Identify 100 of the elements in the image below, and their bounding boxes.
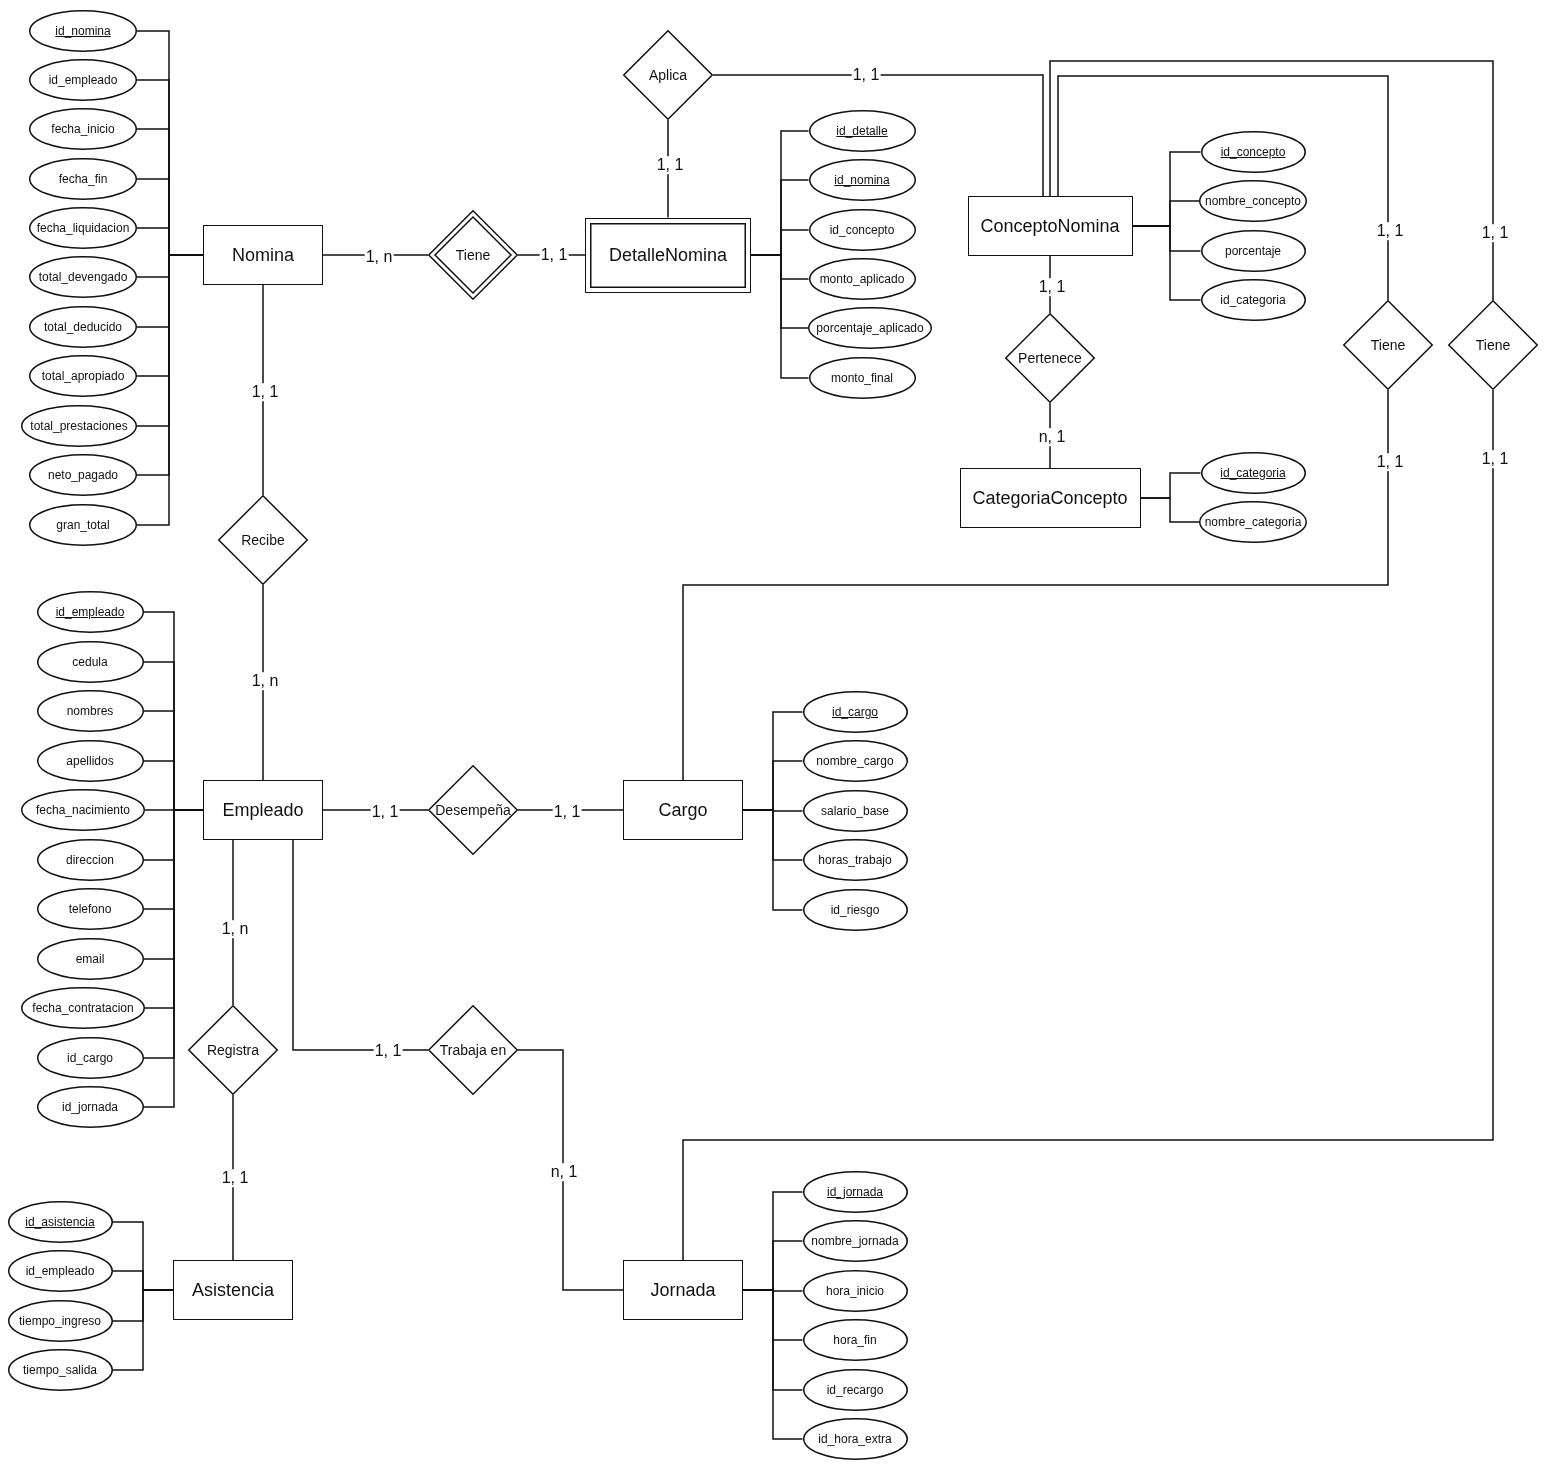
attribute-name: fecha_nacimiento	[35, 803, 131, 817]
relationship-name: Tiene	[1370, 337, 1406, 353]
attribute-ellipse	[7, 1349, 113, 1391]
attribute-ellipse	[802, 790, 908, 832]
attribute-name: email	[75, 952, 105, 966]
attribute-name: id_empleado	[25, 1264, 95, 1278]
attribute-link	[111, 1289, 174, 1371]
attribute-ellipse	[1200, 279, 1306, 321]
key-attribute-ellipse	[802, 691, 908, 733]
key-attribute-ellipse	[1200, 131, 1306, 173]
key-attribute-name: id_jornada	[826, 1185, 883, 1199]
attribute-name: horas_trabajo	[818, 853, 892, 867]
cardinality-label: 1, 1	[1375, 453, 1405, 471]
attribute-name: nombre_concepto	[1204, 194, 1302, 208]
attribute-name: fecha_fin	[58, 172, 108, 186]
cardinality-label: 1, 1	[539, 246, 569, 264]
cardinality-label: n, 1	[549, 1163, 579, 1181]
attribute-ellipse	[21, 789, 145, 831]
attribute-name: hora_inicio	[825, 1284, 884, 1298]
cardinality-label: 1, n	[364, 248, 394, 266]
attribute-ellipse	[29, 504, 137, 546]
attribute-ellipse	[808, 209, 916, 251]
attribute-name: nombre_categoria	[1204, 515, 1302, 529]
attribute-link	[1139, 497, 1200, 523]
attribute-name: monto_final	[830, 371, 893, 385]
attribute-name: id_riesgo	[830, 903, 880, 917]
relationship-name: Recibe	[241, 532, 285, 548]
key-attribute-name: id_categoria	[1220, 466, 1286, 480]
relationship-line	[682, 389, 1494, 1261]
attribute-name: id_hora_extra	[818, 1432, 892, 1446]
cardinality-label: 1, 1	[373, 1042, 403, 1060]
attribute-name: total_prestaciones	[30, 419, 128, 433]
attribute-ellipse	[36, 641, 144, 683]
key-attribute-ellipse	[36, 591, 144, 633]
attribute-name: fecha_contratacion	[32, 1001, 134, 1015]
attribute-name: id_jornada	[61, 1100, 118, 1114]
key-attribute-ellipse	[7, 1201, 113, 1243]
entity-box	[623, 780, 743, 840]
relationship-line	[262, 284, 264, 496]
relationship-line	[292, 839, 429, 1051]
attribute-name: neto_pagado	[47, 468, 119, 482]
relationship-line	[682, 389, 1389, 781]
attribute-ellipse	[1200, 230, 1306, 272]
attribute-name: porcentaje_aplicado	[816, 321, 924, 335]
entity-box	[203, 225, 323, 285]
cardinality-label: 1, 1	[1375, 222, 1405, 240]
attribute-ellipse	[21, 987, 145, 1029]
entity-name: CategoriaConcepto	[972, 487, 1128, 509]
attribute-ellipse	[1199, 501, 1307, 543]
relationship-name: Pertenece	[1018, 350, 1082, 366]
relationship-line	[517, 1049, 624, 1291]
key-attribute-ellipse	[808, 159, 916, 201]
relationship-line	[232, 839, 234, 1006]
attribute-name: direccion	[66, 853, 114, 867]
entity-box	[173, 1260, 293, 1320]
identifying-relationship-diamond	[428, 210, 518, 300]
relationship-diamond	[428, 1005, 518, 1095]
attribute-ellipse	[36, 1037, 144, 1079]
entity-name: Asistencia	[191, 1279, 274, 1301]
attribute-name: total_deducido	[43, 320, 123, 334]
key-attribute-name: id_cargo	[832, 705, 878, 719]
entity-name: DetalleNomina	[608, 244, 728, 266]
relationship-name: Tiene	[1475, 337, 1511, 353]
relationship-name: Tiene	[455, 247, 491, 263]
attribute-name: telefono	[68, 902, 112, 916]
attribute-name: apellidos	[66, 754, 114, 768]
attribute-ellipse	[802, 740, 908, 782]
attribute-ellipse	[802, 1220, 908, 1262]
entity-box	[623, 1260, 743, 1320]
cardinality-label: 1, 1	[851, 66, 881, 84]
attribute-ellipse	[802, 839, 908, 881]
relationship-name: Desempeña	[435, 802, 511, 818]
attribute-link	[136, 254, 204, 526]
key-attribute-name: id_nomina	[834, 173, 890, 187]
cardinality-label: 1, 1	[220, 1169, 250, 1187]
relationship-line	[1057, 75, 1389, 301]
relationship-line	[712, 74, 1044, 197]
attribute-ellipse	[36, 690, 144, 732]
attribute-link	[742, 809, 804, 911]
attribute-name: nombres	[66, 704, 114, 718]
attribute-ellipse	[802, 1418, 908, 1460]
key-attribute-name: id_concepto	[1220, 145, 1286, 159]
entity-name: Cargo	[658, 799, 708, 821]
cardinality-label: n, 1	[1037, 428, 1067, 446]
attribute-ellipse	[29, 59, 137, 101]
key-attribute-ellipse	[29, 10, 137, 52]
attribute-name: fecha_inicio	[51, 122, 115, 136]
relationship-line	[262, 584, 264, 781]
attribute-ellipse	[29, 207, 137, 249]
attribute-ellipse	[29, 256, 137, 298]
attribute-name: tiempo_ingreso	[18, 1314, 102, 1328]
attribute-ellipse	[802, 889, 908, 931]
attribute-name: nombre_jornada	[811, 1234, 899, 1248]
attribute-ellipse	[29, 306, 137, 348]
attribute-name: total_apropiado	[41, 369, 125, 383]
cardinality-label: 1, n	[220, 920, 250, 938]
attribute-ellipse	[808, 258, 916, 300]
attribute-link	[750, 254, 810, 379]
attribute-ellipse	[7, 1300, 113, 1342]
attribute-link	[742, 1289, 804, 1440]
